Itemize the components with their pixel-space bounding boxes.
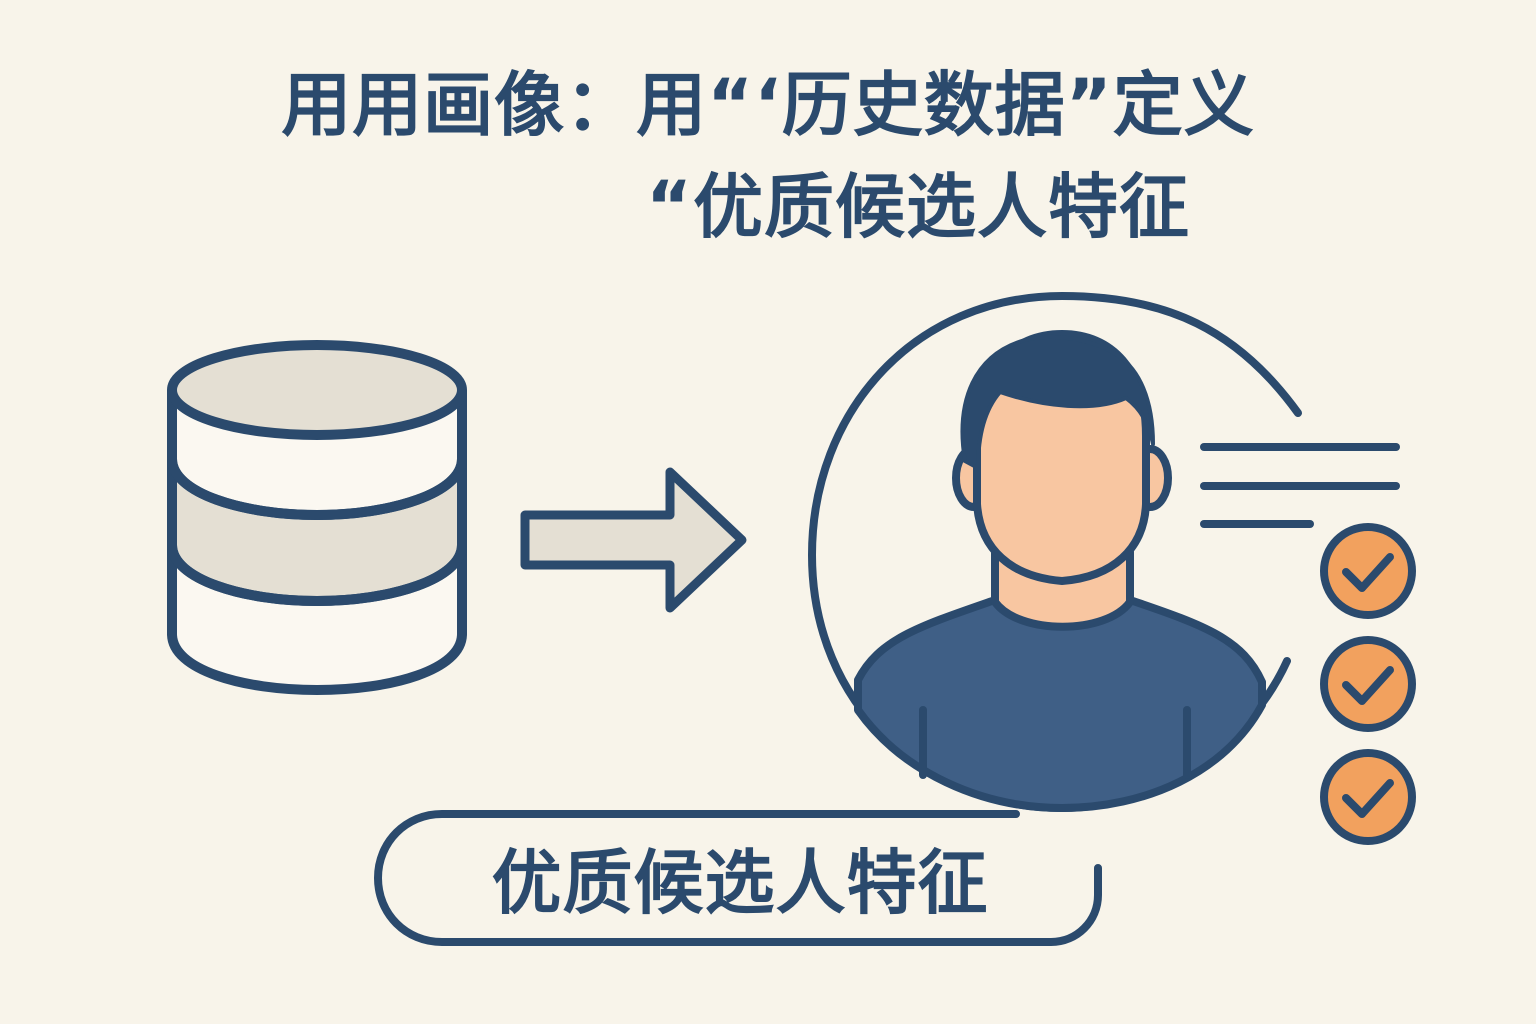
title-line-1: 用用画像：用“‘历史数据”定义 [281, 64, 1255, 146]
database-icon [167, 340, 467, 696]
title-line-2: “优质候选人特征 [645, 166, 1190, 248]
right-arrow-icon [520, 467, 747, 613]
person-avatar-icon [807, 291, 1302, 813]
check-circle-icon [1320, 749, 1416, 845]
check-circle-icon [1320, 523, 1416, 619]
label-pill-outline [373, 810, 1102, 946]
feature-lines [1200, 443, 1400, 528]
quality-candidate-label: 优质候选人特征 [491, 841, 989, 924]
check-circle-icon [1320, 636, 1416, 732]
